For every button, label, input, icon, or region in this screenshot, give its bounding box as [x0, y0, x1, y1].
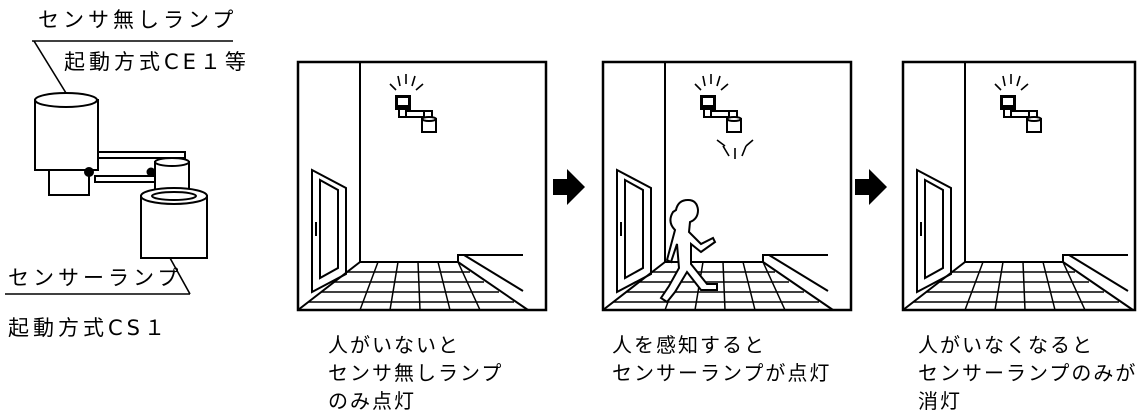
person-walking	[659, 198, 718, 304]
caption-3-line-1: 人がいなくなると	[918, 333, 1094, 357]
caption-1-line-3: のみ点灯	[328, 389, 416, 413]
caption-panel-1: 人がいないと センサ無しランプ のみ点灯	[328, 331, 503, 415]
caption-3-line-3: 消灯	[918, 389, 962, 413]
caption-3-line-2: センサーランプのみが	[918, 361, 1138, 385]
arrow-1-icon	[553, 169, 585, 205]
label-leader-lines	[5, 40, 233, 295]
sensorless-method-label: 起動方式CE１等	[64, 50, 250, 74]
caption-panel-2: 人を感知すると センサーランプが点灯	[612, 331, 831, 387]
sensorless-lamp-label: センサ無しランプ	[38, 8, 238, 32]
lamp-unit-illustration	[34, 92, 208, 259]
arrow-2-icon	[855, 169, 887, 205]
room-panel-3	[901, 60, 1137, 312]
caption-1-line-2: センサ無しランプ	[328, 361, 504, 385]
caption-panel-3: 人がいなくなると センサーランプのみが 消灯	[918, 331, 1137, 415]
caption-2-line-2: センサーランプが点灯	[612, 361, 832, 385]
sensor-lamp-label: センサーランプ	[8, 266, 183, 290]
room-panel-2	[601, 60, 853, 312]
room-panel-1	[296, 60, 548, 312]
caption-2-line-1: 人を感知すると	[612, 333, 766, 357]
sensor-method-label: 起動方式CS１	[8, 316, 169, 340]
caption-1-line-1: 人がいないと	[328, 333, 460, 357]
